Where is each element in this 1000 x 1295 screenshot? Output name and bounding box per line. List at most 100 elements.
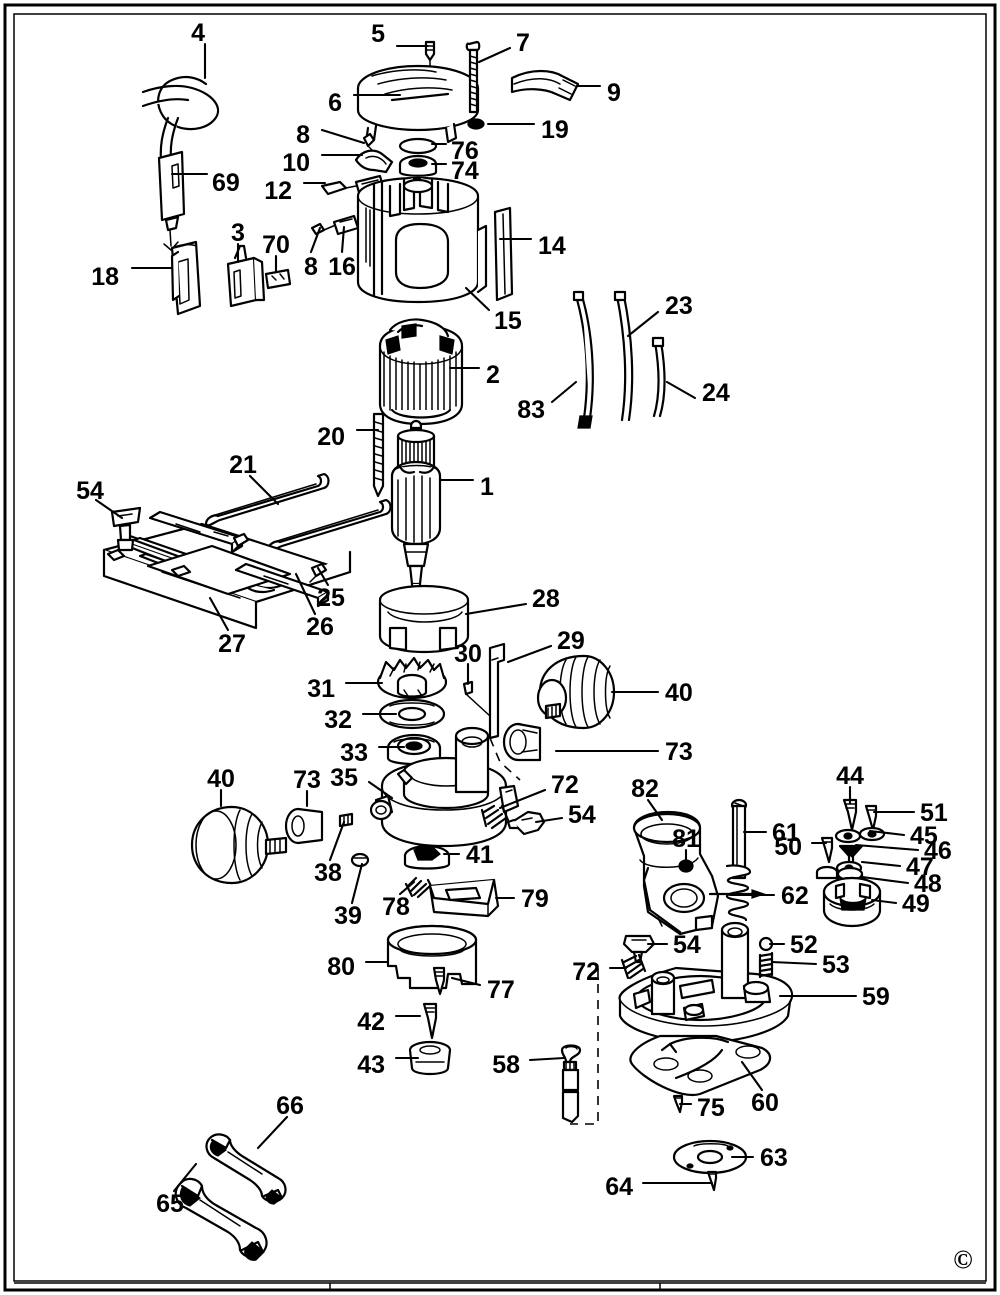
callout-number: 60 (751, 1089, 779, 1117)
callout-60: 60 (740, 1060, 779, 1117)
callout-number: 66 (276, 1092, 304, 1120)
part-collet-screw-42 (422, 1002, 438, 1040)
callout-18: 18 (91, 263, 174, 291)
callout-number: 74 (451, 157, 479, 185)
callout-78: 78 (382, 880, 416, 921)
part-housing-49 (822, 876, 882, 928)
callout-number: 82 (631, 775, 659, 803)
callout-leader-line (740, 1060, 764, 1092)
callout-leader-line (350, 862, 364, 905)
callout-75: 75 (678, 1094, 725, 1122)
callout-leader-line (498, 788, 547, 810)
callout-54: 54 (646, 931, 701, 959)
callout-81: 81 (672, 825, 700, 864)
part-wrench-66 (205, 1133, 287, 1205)
part-washer-45a (834, 828, 862, 844)
callout-number: 47 (906, 853, 934, 881)
callout-number: 52 (790, 931, 818, 959)
callout-number: 48 (914, 870, 942, 898)
callout-number: 80 (327, 953, 355, 981)
callout-number: 83 (517, 396, 545, 424)
callout-19: 19 (486, 116, 569, 144)
callout-number: 3 (231, 219, 245, 247)
part-strip-14 (493, 206, 514, 302)
callout-number: 28 (532, 585, 560, 613)
callout-44: 44 (836, 762, 864, 805)
callout-82: 82 (631, 775, 664, 822)
part-base-plate-60 (629, 1034, 772, 1097)
callout-9: 9 (576, 79, 621, 107)
callout-number: 50 (774, 833, 802, 861)
callout-number: 30 (454, 640, 482, 668)
part-screw-75 (672, 1094, 684, 1114)
callout-63: 63 (730, 1144, 788, 1172)
callout-8: 8 (304, 226, 322, 281)
callout-79: 79 (494, 885, 549, 913)
part-washer-45b (858, 826, 886, 842)
callout-number: 79 (521, 885, 549, 913)
callout-number: 58 (492, 1051, 520, 1079)
callout-number: 45 (910, 822, 938, 850)
callout-number: 35 (330, 764, 358, 792)
part-guide-rod-21b (266, 498, 392, 553)
callout-73: 73 (554, 738, 693, 766)
callout-number: 19 (541, 116, 569, 144)
part-washer-76 (398, 137, 438, 155)
callout-number: 51 (920, 799, 948, 827)
callout-24: 24 (665, 379, 730, 407)
part-housing-cover-18 (170, 240, 202, 316)
callout-40: 40 (207, 765, 235, 808)
sheet-frame: © (3, 3, 997, 1292)
callout-number: 78 (382, 893, 410, 921)
part-collar-housing-80 (386, 924, 478, 990)
part-switch-3 (226, 244, 266, 308)
callout-29: 29 (506, 627, 585, 664)
copyright-mark: © (953, 1245, 972, 1274)
callout-40: 40 (610, 679, 693, 707)
callout-number: 8 (304, 253, 318, 281)
part-screw-77 (432, 966, 446, 996)
callout-number: 40 (207, 765, 235, 793)
part-depth-rod-29 (488, 642, 506, 740)
callout-leader-line (870, 898, 898, 905)
callout-number: 24 (702, 379, 730, 407)
callout-69: 69 (170, 169, 240, 197)
callout-number: 8 (296, 121, 310, 149)
callout-number: 72 (551, 771, 579, 799)
callout-number: 64 (605, 1173, 633, 1201)
part-cord-4 (141, 75, 219, 162)
callout-54: 54 (534, 801, 596, 829)
callout-number: 15 (494, 307, 522, 335)
callout-number: 76 (451, 137, 479, 165)
callout-leader-line (868, 829, 906, 837)
callout-number: 27 (218, 630, 246, 658)
part-locknut-41 (403, 844, 451, 870)
callout-leader-line (367, 780, 394, 800)
callout-38: 38 (314, 820, 346, 887)
callout-number: 54 (76, 477, 104, 505)
callout-leader-line (646, 798, 664, 822)
callout-80: 80 (327, 953, 390, 981)
part-clip-70 (264, 268, 292, 290)
callout-number: 41 (466, 841, 494, 869)
callout-number: 53 (822, 951, 850, 979)
callout-6: 6 (328, 89, 402, 117)
part-motor-cap-6 (356, 64, 480, 144)
callout-50: 50 (774, 833, 828, 861)
callout-77: 77 (450, 976, 515, 1004)
callout-leader-line (464, 286, 491, 312)
part-guide-rod-21a (204, 472, 330, 527)
callout-number: 21 (229, 451, 257, 479)
callout-52: 52 (768, 931, 818, 959)
part-column-arm-82 (632, 810, 720, 936)
callout-number: 29 (557, 627, 585, 655)
callout-number: 10 (282, 149, 310, 177)
callout-number: 73 (665, 738, 693, 766)
part-wire-24 (651, 336, 666, 418)
callout-53: 53 (770, 951, 850, 979)
part-pin-30 (462, 680, 491, 717)
callout-number: 12 (264, 177, 292, 205)
callout-64: 64 (605, 1173, 714, 1201)
callout-number: 23 (665, 292, 693, 320)
